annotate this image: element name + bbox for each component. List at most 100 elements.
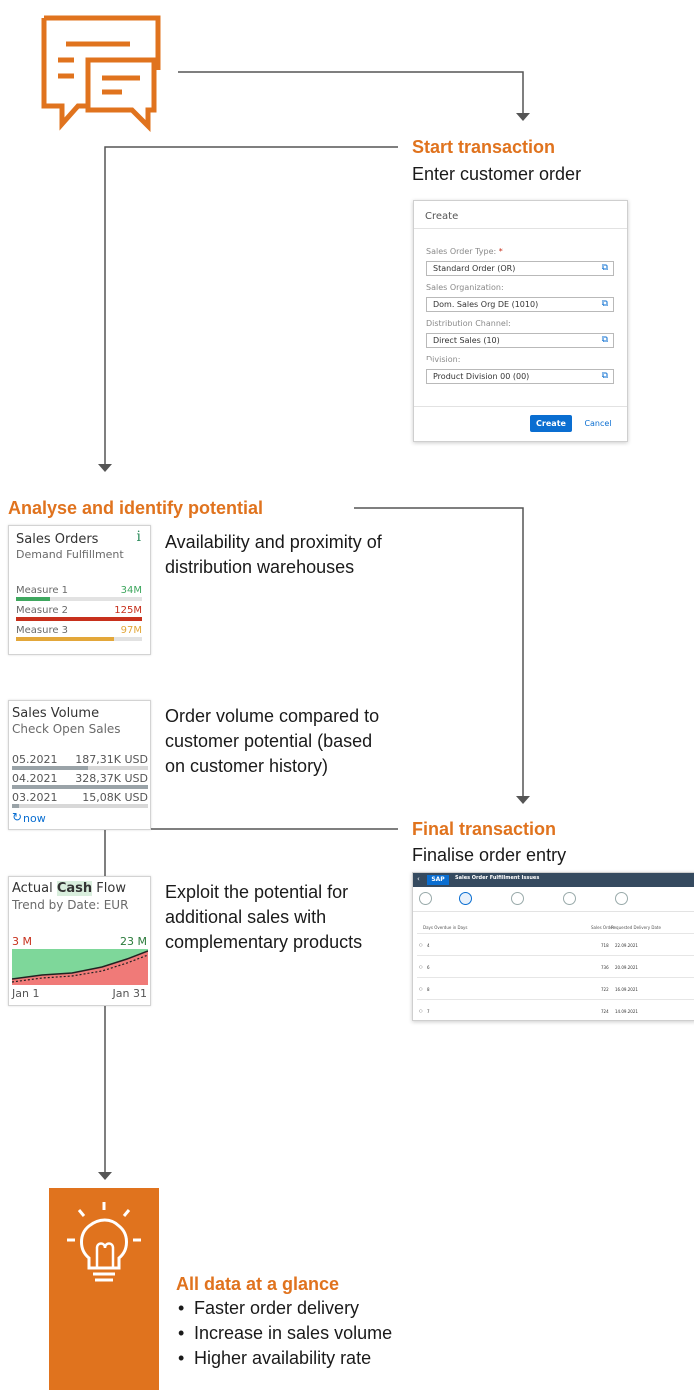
distribution-channel-field[interactable]: Direct Sales (10)⧉ xyxy=(426,333,614,348)
start-transaction-title: Start transaction xyxy=(412,137,556,157)
tile-subtitle: Demand Fulfillment xyxy=(16,548,124,561)
sales-volume-tile[interactable]: Sales Volume Check Open Sales 05.2021 18… xyxy=(8,700,151,830)
description-line: Exploit the potential for xyxy=(165,882,349,902)
division-label: Division: xyxy=(426,355,461,364)
value-help-icon[interactable]: ⧉ xyxy=(601,371,608,381)
field-value: Product Division 00 (00) xyxy=(433,372,530,381)
cash-flow-tile[interactable]: Actual Cash Flow Trend by Date: EUR 3 M … xyxy=(8,876,151,1006)
period-bar xyxy=(12,785,148,789)
row-order: 736 xyxy=(601,965,609,970)
app-title: Sales Order Fulfillment Issues xyxy=(455,875,540,881)
refresh-icon[interactable]: ↻ xyxy=(12,810,23,824)
tile-title: Sales Orders xyxy=(16,532,99,547)
x-end-label: Jan 31 xyxy=(112,987,147,1000)
table-row[interactable]: ○ 6 736 20.09.2021 xyxy=(417,955,694,978)
refresh-time: now xyxy=(23,812,46,825)
connector-analyse-to-final xyxy=(354,507,524,796)
final-transaction-subtitle: Finalise order entry xyxy=(412,845,567,865)
lightbulb-icon xyxy=(67,1202,141,1282)
measure-label: Measure 2 xyxy=(16,605,69,616)
row-date: 22.09.2021 xyxy=(615,943,638,948)
analyse-title: Analyse and identify potential xyxy=(8,498,264,518)
tile-title: Actual Cash Flow xyxy=(12,881,126,896)
table-row[interactable]: ○ 7 724 14.09.2021 xyxy=(417,999,694,1020)
sales-orders-tile[interactable]: Sales Orders i Demand Fulfillment Measur… xyxy=(8,525,151,655)
app-shell-bar xyxy=(413,873,694,887)
tile-title: Sales Volume xyxy=(12,706,100,721)
target-line xyxy=(12,954,148,983)
row-left: 4 xyxy=(427,943,430,948)
description-line: on customer history) xyxy=(165,756,329,776)
arrow-head xyxy=(516,113,530,121)
measure-bar-track xyxy=(16,597,142,601)
field-value: Standard Order (OR) xyxy=(433,264,516,273)
sales-organization-label: Sales Organization: xyxy=(426,283,504,292)
measure-label: Measure 1 xyxy=(16,585,69,596)
row-left: 8 xyxy=(427,987,430,992)
period-value: 15,08K USD xyxy=(82,791,148,804)
sales-order-type-field[interactable]: Standard Order (OR) ⧉ xyxy=(426,261,614,276)
period-bar-track xyxy=(12,804,148,808)
cancel-button[interactable]: Cancel xyxy=(584,419,612,428)
period-bar xyxy=(12,804,19,808)
process-steps-divider xyxy=(413,911,694,912)
final-transaction-title: Final transaction xyxy=(412,819,557,839)
description-line: additional sales with xyxy=(165,907,327,927)
title-suffix: Flow xyxy=(92,881,126,896)
description-line: customer potential (based xyxy=(165,731,373,751)
row-date: 20.09.2021 xyxy=(615,965,638,970)
sap-logo: SAP xyxy=(427,875,449,885)
measure-value: 34M xyxy=(120,585,142,596)
description-line: distribution warehouses xyxy=(165,557,355,577)
table-row[interactable]: ○ 4 718 22.09.2021 xyxy=(417,933,694,956)
value-help-icon[interactable]: ⧉ xyxy=(601,263,608,273)
division-field[interactable]: Product Division 00 (00) ⧉ xyxy=(426,369,614,384)
row-select[interactable]: ○ xyxy=(419,942,423,947)
process-step-icon[interactable] xyxy=(419,892,432,905)
benefit-text: Increase in sales volume xyxy=(194,1323,393,1343)
period-value: 187,31K USD xyxy=(75,753,148,766)
row-date: 14.09.2021 xyxy=(615,1009,638,1014)
row-select[interactable]: ○ xyxy=(419,964,423,969)
row-select[interactable]: ○ xyxy=(419,1008,423,1013)
measure-label: Measure 3 xyxy=(16,625,69,636)
sales-organization-field[interactable]: Dom. Sales Org DE (1010)⧉ xyxy=(426,297,614,312)
row-left: 7 xyxy=(427,1009,430,1014)
value-help-icon[interactable]: ⧉ xyxy=(601,299,608,309)
sales-order-type-label: Sales Order Type: * xyxy=(426,247,503,256)
period-label: 04.2021 xyxy=(12,772,58,785)
bullet-icon: • xyxy=(178,1298,185,1318)
x-start-label: Jan 1 xyxy=(12,987,40,1000)
info-icon[interactable]: i xyxy=(136,529,141,545)
connector-start-to-analyse xyxy=(104,146,398,464)
create-dialog: Create Sales Order Type: * Standard Orde… xyxy=(413,200,628,442)
row-select[interactable]: ○ xyxy=(419,986,423,991)
chart-area-red xyxy=(12,951,148,985)
column-header-date: Requested Delivery Date xyxy=(611,925,661,930)
benefits-list: •Faster order delivery •Increase in sale… xyxy=(176,1296,392,1371)
sales-orders-description: Availability and proximity of distributi… xyxy=(165,530,382,580)
distribution-channel-label: Distribution Channel: xyxy=(426,319,511,328)
back-icon[interactable]: ‹ xyxy=(417,875,420,883)
measure-bar xyxy=(16,617,142,621)
create-button[interactable]: Create xyxy=(530,415,572,432)
process-step-icon[interactable] xyxy=(459,892,472,905)
distribution-channel-value-field[interactable] xyxy=(425,360,431,362)
dialog-title: Create xyxy=(414,201,627,229)
table-row[interactable]: ○ 8 722 16.09.2021 xyxy=(417,977,694,1000)
period-label: 05.2021 xyxy=(12,753,58,766)
description-line: complementary products xyxy=(165,932,363,952)
tile-subtitle: Trend by Date: EUR xyxy=(12,898,129,912)
measure-bar xyxy=(16,597,50,601)
row-left: 6 xyxy=(427,965,430,970)
process-step-icon[interactable] xyxy=(511,892,524,905)
process-step-icon[interactable] xyxy=(563,892,576,905)
dialog-fields-lower xyxy=(413,200,626,385)
connector-icon-to-start xyxy=(178,71,524,113)
description-line: Availability and proximity of xyxy=(165,532,382,552)
start-value: 3 M xyxy=(12,935,32,948)
process-step-icon[interactable] xyxy=(615,892,628,905)
benefit-text: Faster order delivery xyxy=(194,1298,360,1318)
value-help-icon[interactable]: ⧉ xyxy=(601,335,608,345)
end-value: 23 M xyxy=(120,935,147,948)
